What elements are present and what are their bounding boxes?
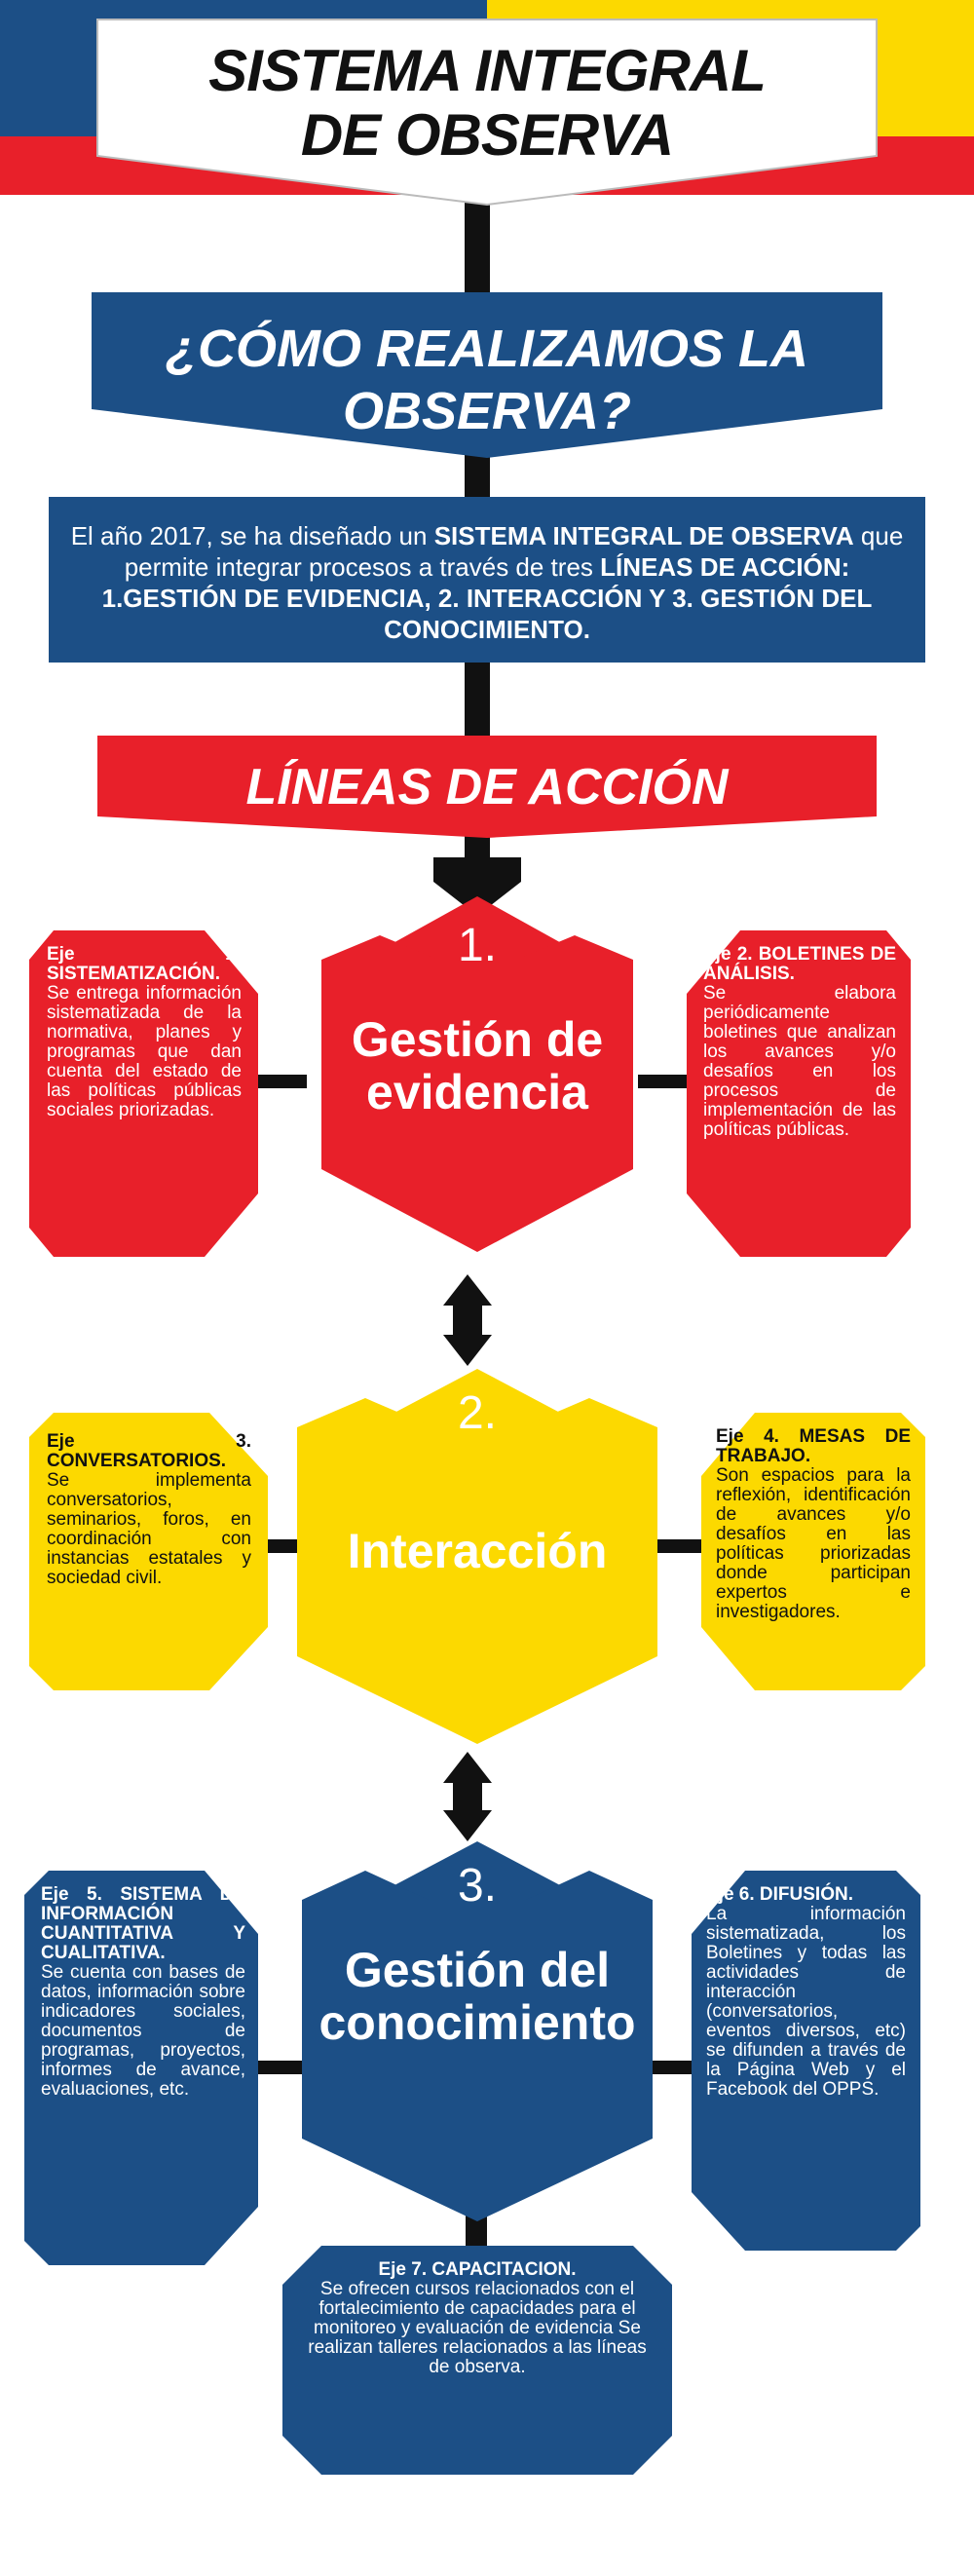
eje6-body: La información sistematizada, los Boleti… — [706, 1904, 906, 2100]
line-label-1: Gestión de evidencia — [351, 1012, 604, 1119]
question-banner — [92, 292, 882, 458]
title-banner — [96, 19, 878, 207]
eje4-body: Son espacios para la reflexión, identifi… — [716, 1465, 911, 1622]
connector-left-3 — [258, 2061, 312, 2074]
eje1-shape — [29, 930, 258, 1257]
eje3-heading: Eje 3. CONVERSATORIOS. — [47, 1431, 251, 1471]
line-label-2: Interacción — [347, 1524, 608, 1578]
eje2-shape — [687, 930, 911, 1257]
line-label-3: Gestión del conocimiento — [318, 1943, 636, 2050]
intro-part2: que permite integrar procesos a través d… — [124, 521, 904, 582]
eje7-body: Se ofrecen cursos relacionados con el fo… — [308, 2279, 647, 2377]
intro-box — [49, 497, 925, 663]
eje2-heading: Eje 2. BOLETINES DE ANÁLISIS. — [703, 944, 896, 984]
eje4-text: Eje 4. MESAS DE TRABAJO. Son espacios pa… — [716, 1427, 911, 1622]
eje3-body: Se implementa conversatorios, seminarios… — [47, 1470, 251, 1588]
eje3-text: Eje 3. CONVERSATORIOS. Se implementa con… — [47, 1432, 251, 1588]
intro-text: El año 2017, se ha diseñado un SISTEMA I… — [68, 520, 906, 645]
question-title: ¿CÓMO REALIZAMOS LA OBSERVA? — [166, 320, 808, 440]
eje5-heading: Eje 5. SISTEMA DE INFORMACIÓN CUANTITATI… — [41, 1884, 245, 1963]
hex-gestion-evidencia — [321, 935, 633, 1252]
page-title: SISTEMA INTEGRAL DE OBSERVA — [208, 38, 767, 168]
connector-left-1 — [253, 1075, 307, 1088]
eje3-shape — [29, 1413, 268, 1690]
eje2-text: Eje 2. BOLETINES DE ANÁLISIS. Se elabora… — [703, 945, 896, 1140]
eje7-heading: Eje 7. CAPACITACION. — [378, 2259, 577, 2280]
connector-right-1 — [638, 1075, 687, 1088]
arrow-down-1 — [433, 857, 521, 916]
eje5-body: Se cuenta con bases de datos, informació… — [41, 1962, 245, 2100]
eje1-text: Eje 1: SISTEMATIZACIÓN. Se entrega infor… — [47, 945, 242, 1120]
lineas-banner — [97, 736, 877, 838]
double-arrow-1 — [443, 1274, 492, 1366]
eje5-shape — [24, 1871, 258, 2265]
eje1-heading: Eje 1: SISTEMATIZACIÓN. — [47, 944, 242, 984]
double-arrow-2 — [443, 1752, 492, 1841]
line-number-1: 1. — [457, 920, 498, 971]
line-number-2: 2. — [457, 1387, 498, 1439]
eje1-body: Se entrega información sistematizada de … — [47, 983, 242, 1120]
intro-bold1: SISTEMA INTEGRAL DE OBSERVA — [433, 521, 854, 550]
line-number-3: 3. — [457, 1860, 498, 1912]
hex-gestion-conocimiento — [302, 1871, 653, 2221]
eje6-shape — [692, 1871, 920, 2251]
intro-bold2: LÍNEAS DE ACCIÓN: 1.GESTIÓN DE EVIDENCIA… — [101, 552, 873, 644]
eje4-heading: Eje 4. MESAS DE TRABAJO. — [716, 1426, 911, 1466]
eje2-body: Se elabora periódicamente boletines que … — [703, 983, 896, 1140]
hex-interaccion — [297, 1398, 657, 1744]
eje4-shape — [701, 1413, 925, 1690]
eje7-shape — [282, 2246, 672, 2475]
lineas-title: LÍNEAS DE ACCIÓN — [245, 759, 729, 815]
eje5-text: Eje 5. SISTEMA DE INFORMACIÓN CUANTITATI… — [41, 1885, 245, 2100]
intro-part1: El año 2017, se ha diseñado un — [70, 521, 434, 550]
eje7-text: Eje 7. CAPACITACION. Se ofrecen cursos r… — [302, 2260, 653, 2377]
eje6-heading: Eje 6. DIFUSIÓN. — [706, 1884, 853, 1905]
eje6-text: Eje 6. DIFUSIÓN. La información sistemat… — [706, 1885, 906, 2100]
